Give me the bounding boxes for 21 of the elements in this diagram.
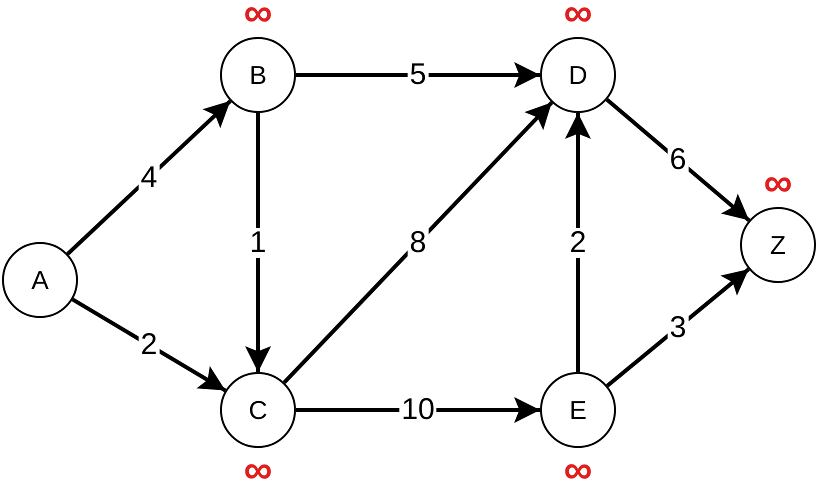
node-label: Z: [770, 230, 786, 260]
arrow: [66, 100, 232, 256]
arrow: [606, 268, 750, 388]
distance-label: ∞: [564, 0, 592, 33]
arrow: [72, 298, 226, 392]
arrow: [564, 112, 591, 372]
edge-label: 4: [138, 162, 160, 192]
node-label: C: [248, 394, 268, 426]
distance-label: ∞: [764, 163, 792, 203]
arrow: [606, 98, 750, 222]
distance-label: ∞: [244, 0, 272, 33]
node-label: A: [31, 264, 49, 296]
node-label: B: [249, 60, 267, 90]
distance-label: ∞: [564, 450, 592, 490]
node-label: E: [569, 394, 587, 426]
edge-label: 8: [408, 228, 428, 258]
arrow: [282, 101, 554, 384]
arrow: [245, 113, 272, 372]
node-label: D: [568, 60, 588, 90]
arrow: [296, 62, 540, 88]
distance-label: ∞: [244, 450, 272, 490]
